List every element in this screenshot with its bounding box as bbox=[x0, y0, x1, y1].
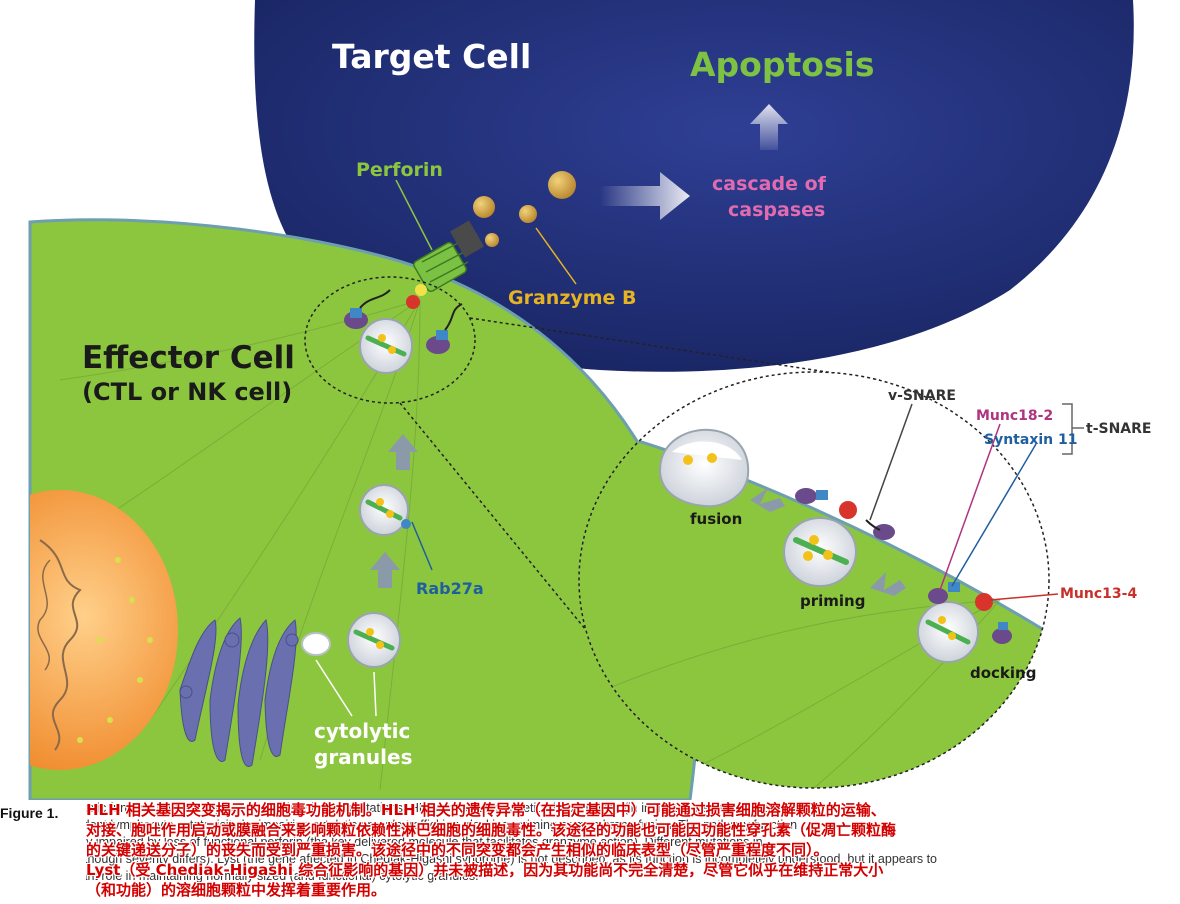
caption-block: Figure 1. Cytotoxic function revealed by… bbox=[86, 800, 1176, 904]
figure-number: Figure 1. bbox=[0, 805, 59, 821]
syntaxin-11-label: Syntaxin 11 bbox=[984, 432, 1077, 448]
caption-chinese-line: 的关键递送分子）的丧失而受到严重损害。该途径中的不同突变都会产生相似的临床表型（… bbox=[86, 841, 829, 859]
perforin-pore bbox=[413, 220, 485, 296]
cytotoxicity-figure: Target Cell Apoptosis cascade of caspase… bbox=[28, 0, 1151, 800]
munc13-4-label: Munc13-4 bbox=[1060, 586, 1137, 602]
perforin-label: Perforin bbox=[356, 159, 443, 181]
caption-english-line: also be severely impaired by loss of fun… bbox=[86, 835, 763, 849]
immature-granule bbox=[301, 632, 331, 656]
cascade-label-line1: cascade of bbox=[712, 173, 827, 195]
caption-chinese-line: Lyst（受 Chediak-Higashi 综合征影响的基因）并未被描述，因为… bbox=[86, 861, 884, 879]
docking-label: docking bbox=[970, 664, 1036, 682]
zoom-inset bbox=[578, 371, 1084, 789]
caption-chinese-overlay: HLH 相关基因突变揭示的细胞毒功能机制。HLH 相关的遗传异常（在指定基因中）… bbox=[86, 800, 1174, 900]
granzyme-b-particles bbox=[473, 171, 576, 247]
inset-leader-lines bbox=[869, 403, 1084, 601]
caption-chinese-line: HLH 相关基因突变揭示的细胞毒功能机制。HLH 相关的遗传异常（在指定基因中）… bbox=[86, 801, 886, 819]
snare-proteins bbox=[795, 488, 1012, 644]
caption-english-line: granule-dependent lymphocyte cytotoxicit… bbox=[86, 818, 798, 832]
granzyme-b-label: Granzyme B bbox=[508, 287, 637, 309]
leader-lines bbox=[315, 179, 577, 717]
fusion-granule bbox=[658, 428, 750, 508]
rab27a-label: Rab27a bbox=[416, 579, 484, 598]
priming-granule bbox=[783, 517, 857, 587]
caption-chinese-line: （和功能）的溶细胞颗粒中发挥着重要作用。 bbox=[86, 881, 387, 899]
cytolytic-label-line1: cytolytic bbox=[314, 719, 410, 743]
granule-2 bbox=[359, 484, 411, 536]
caption-chinese-line: 对接、胞吐作用启动或膜融合来影响颗粒依赖性淋巴细胞的细胞毒性。该途径的功能也可能… bbox=[86, 821, 897, 839]
v-snare-label: v-SNARE bbox=[888, 388, 956, 404]
granule-1 bbox=[347, 612, 401, 668]
docking-granule bbox=[917, 601, 979, 663]
golgi-stacks bbox=[179, 617, 299, 767]
apoptosis-label: Apoptosis bbox=[690, 45, 875, 84]
priming-label: priming bbox=[800, 592, 865, 610]
target-cell-label: Target Cell bbox=[332, 37, 531, 76]
synapse-zoom-circle bbox=[304, 276, 476, 404]
inset-arrows bbox=[750, 488, 906, 596]
cytolytic-label-line2: granules bbox=[314, 745, 412, 769]
arrow-to-cascade bbox=[600, 172, 690, 220]
effector-cell-sublabel: (CTL or NK cell) bbox=[82, 378, 292, 406]
caption-english: Figure 1. Cytotoxic function revealed by… bbox=[86, 800, 1176, 885]
arrow-to-apoptosis bbox=[750, 104, 788, 150]
effector-cell-label: Effector Cell bbox=[82, 340, 295, 376]
cascade-label-line2: caspases bbox=[728, 199, 825, 221]
munc18-2-label: Munc18-2 bbox=[976, 408, 1053, 424]
fusion-label: fusion bbox=[690, 510, 742, 528]
membrane-proteins bbox=[344, 289, 463, 354]
transport-arrows bbox=[370, 434, 418, 588]
granule-3 bbox=[359, 318, 413, 374]
caption-english-line: play an important role in maintaining no… bbox=[86, 869, 479, 883]
caption-english-line: phenotypes (although severity differs). … bbox=[86, 852, 938, 866]
t-snare-label: t-SNARE bbox=[1086, 421, 1151, 437]
caption-english-line: Figure 1. Cytotoxic function revealed by… bbox=[86, 801, 794, 815]
nucleus bbox=[30, 490, 178, 770]
target-cell bbox=[254, 0, 1134, 372]
